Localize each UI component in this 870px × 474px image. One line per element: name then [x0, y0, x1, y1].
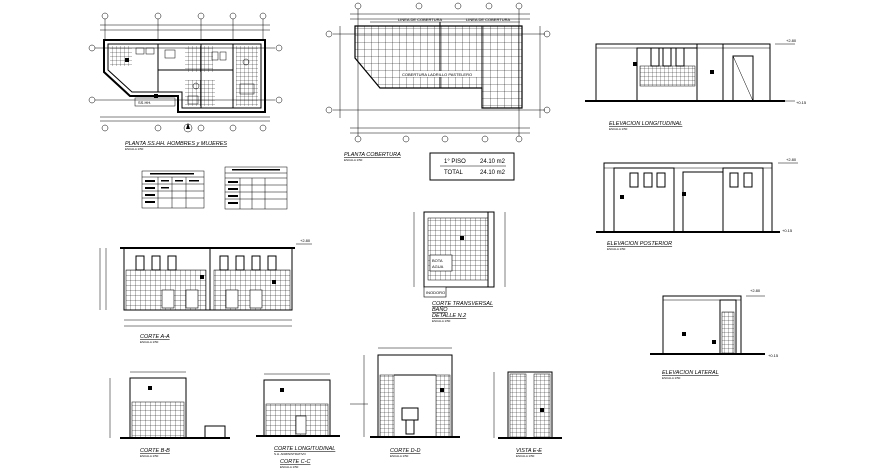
elevation-longitudinal: +2.80 +0.15 ELEVACION LONGITUDINAL ESCAL…	[585, 38, 807, 131]
level-mark-4: +2.80	[300, 238, 311, 243]
corte-trans-detail: DETALLE N.2	[432, 313, 466, 319]
elev-long-scale: ESCALA 1/50	[609, 127, 628, 131]
roof-label-3: COBERTURA LADRILLO PASTELERO	[402, 72, 472, 77]
trans-label-bota: BOTA	[432, 258, 443, 263]
corte-trans-title: CORTE TRANSVERSAL	[432, 301, 493, 307]
level-mark-3: +2.80	[750, 288, 761, 293]
area-row2-value: 24.10 m2	[480, 170, 506, 176]
corte-aa-scale: ESCALA 1/50	[140, 340, 159, 344]
grid-bubbles-top	[100, 12, 270, 40]
floor-plan: SS.HH. PLANTA SS.HH. HOMBRES y MUJERES E…	[88, 12, 283, 151]
corte-cc-title: CORTE C-C	[280, 459, 310, 465]
corte-bb-scale: ESCALA 1/50	[140, 454, 159, 458]
elevation-posterior: +2.80 ELEVACION POSTERIOR ESCALA 1/50	[596, 157, 798, 251]
area-row1-value: 24.10 m2	[480, 159, 506, 165]
level-mark-1: +2.80	[786, 38, 797, 43]
roof-label-1: LINEA DE COBERTURA	[398, 17, 442, 22]
section-bb: CORTE B-B ESCALA 1/50	[109, 371, 230, 458]
svg-text:SS.HH.: SS.HH.	[138, 100, 151, 105]
door-schedule-table	[141, 170, 205, 209]
corte-cc-scale: ESCALA 1/50	[280, 465, 299, 469]
trans-label-agua: AGUA	[432, 264, 444, 269]
level-mark-2: +2.80	[786, 157, 797, 162]
elev-post-title: ELEVACION POSTERIOR	[607, 241, 672, 247]
vista-ee-title: VISTA E-E	[516, 448, 542, 454]
grid-bubbles-bottom	[100, 116, 270, 132]
roof-plan: LINEA DE COBERTURA LINEA DE COBERTURA CO…	[325, 2, 551, 162]
window-schedule-table	[224, 166, 288, 210]
level-mark-5: +0.15	[796, 100, 807, 105]
corte-aa-title: CORTE A-A	[140, 334, 170, 340]
elev-lat-title: ELEVACION LATERAL	[662, 370, 719, 376]
vista-ee-scale: ESCALA 1/50	[516, 454, 535, 458]
north-arrow-icon	[183, 123, 193, 133]
roof-plan-scale: ESCALA 1/50	[344, 158, 363, 162]
floor-plan-title: PLANTA SS.HH. HOMBRES y MUJERES	[125, 141, 227, 147]
floor-plan-scale: ESCALA 1/50	[125, 147, 144, 151]
elev-long-title: ELEVACION LONGITUDINAL	[609, 121, 682, 127]
corte-dd-scale: ESCALA 1/50	[390, 454, 409, 458]
level-mark-6: +0.15	[768, 353, 779, 358]
corte-trans-subtitle: BAÑO	[432, 306, 448, 313]
area-row2-label: TOTAL	[444, 170, 463, 176]
section-cc: CORTE LONGITUDINAL S.H. ADMINISTRATIVO C…	[256, 373, 368, 469]
view-ee: VISTA E-E ESCALA 1/50	[493, 371, 562, 458]
elev-post-scale: ESCALA 1/50	[607, 247, 626, 251]
roof-plan-title: PLANTA COBERTURA	[344, 152, 401, 158]
section-transversal: BOTA AGUA INODORO CORTE TRANSVERSAL BAÑO…	[413, 211, 506, 323]
corte-trans-scale: ESCALA 1/50	[432, 319, 451, 323]
corte-long-subtitle: S.H. ADMINISTRATIVO	[274, 452, 306, 456]
level-mark-7: +0.15	[782, 228, 793, 233]
area-table: 1° PISO 24.10 m2 TOTAL 24.10 m2	[429, 152, 515, 181]
corte-bb-title: CORTE B-B	[140, 448, 170, 454]
section-dd: CORTE D-D ESCALA 1/50	[363, 347, 460, 458]
corte-long-title: CORTE LONGITUDINAL	[274, 446, 335, 452]
elevation-lateral: +2.80 +0.15 ELEVACION LATERAL ESCALA 1/5…	[650, 288, 779, 380]
corte-dd-title: CORTE D-D	[390, 448, 420, 454]
roof-label-2: LINEA DE COBERTURA	[466, 17, 510, 22]
area-row1-label: 1° PISO	[444, 159, 466, 165]
trans-label-inodoro: INODORO	[426, 290, 445, 295]
elev-lat-scale: ESCALA 1/50	[662, 376, 681, 380]
section-aa: +2.80 CORTE A-A ESCALA 1/50	[99, 238, 312, 344]
